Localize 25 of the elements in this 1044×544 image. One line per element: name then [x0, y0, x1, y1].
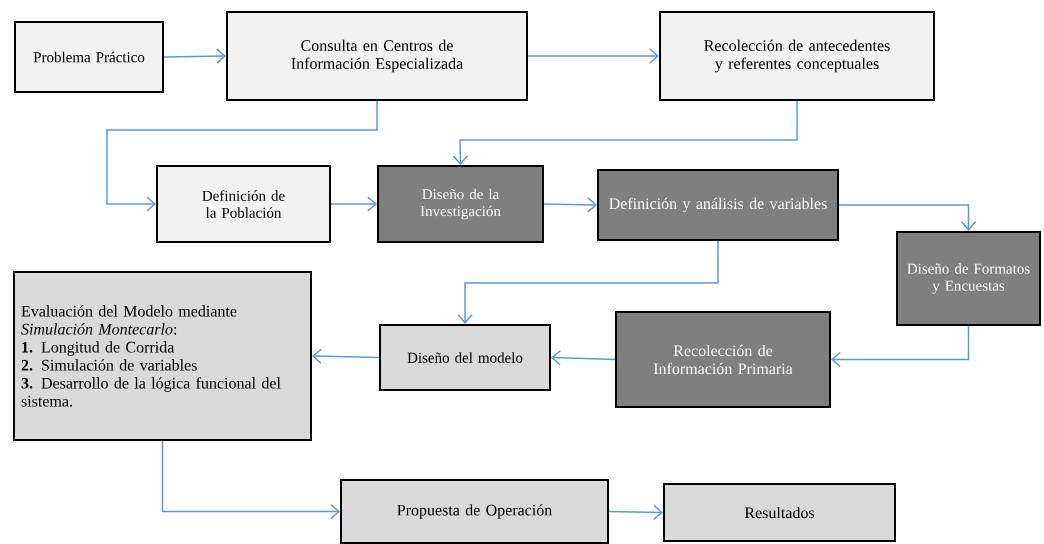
arrow	[838, 204, 977, 231]
process-box: Diseño de la Investigación	[377, 165, 544, 243]
process-box: Resultados	[663, 483, 896, 542]
arrow	[831, 325, 970, 368]
arrow	[161, 440, 340, 520]
arrow	[163, 48, 226, 64]
process-box: Recolección de Información Primaria	[615, 311, 831, 408]
arrow	[457, 240, 719, 324]
arrow	[527, 48, 659, 64]
arrow	[608, 504, 663, 521]
arrow	[551, 350, 616, 366]
arrow	[106, 100, 378, 212]
process-box: Definición y análisis de variables	[597, 169, 839, 241]
process-box: Diseño del modelo	[379, 324, 551, 391]
arrow	[452, 100, 798, 165]
arrow	[330, 196, 377, 212]
arrow	[312, 348, 380, 364]
process-box: Propuesta de Operación	[340, 479, 609, 544]
process-box: Consulta en Centros de Información Especializada	[226, 11, 528, 101]
process-box: Definición de la Población	[156, 165, 331, 243]
process-box: Problema Práctico	[14, 21, 164, 93]
process-box: Recolección de antecedentes y referentes conceptuales	[659, 11, 935, 101]
process-box: Evaluación del Modelo mediante Simulación Montecarlo: 1. Longitud de Corrida 2. Simulación de variables 3. Desarrollo de la lógica funcional del sistema.	[13, 271, 312, 441]
process-box: Diseño de Formatos y Encuestas	[896, 231, 1041, 326]
arrow	[543, 197, 597, 213]
